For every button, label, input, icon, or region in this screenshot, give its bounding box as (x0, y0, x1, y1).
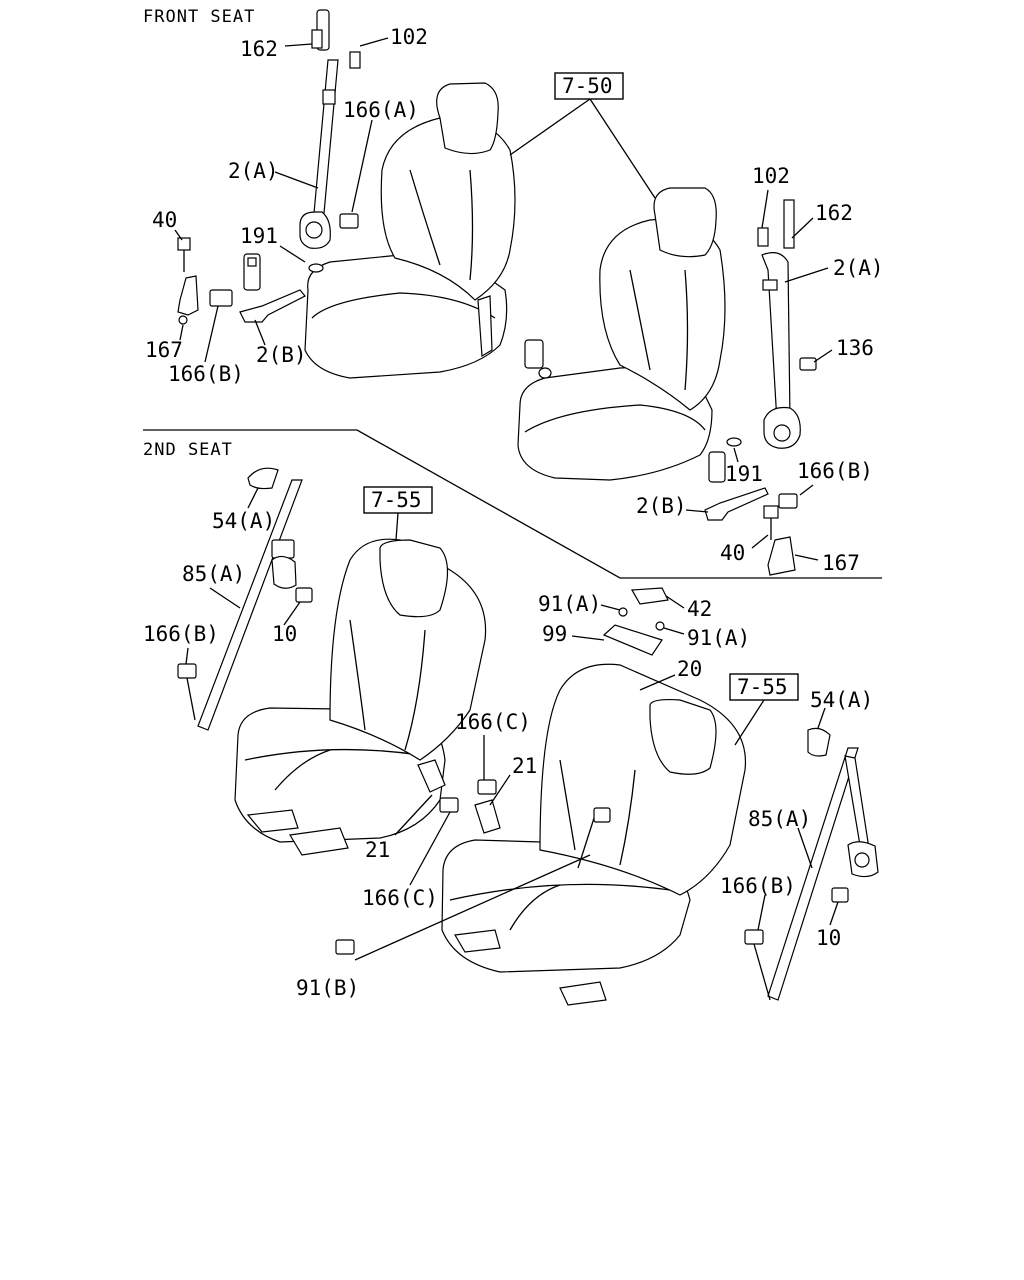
section-divider (143, 429, 882, 579)
callout-191-right: 191 (725, 462, 763, 486)
callout-85a: 85(A) (182, 562, 245, 586)
ref-label-7-55-right: 7-55 (737, 675, 788, 699)
front-right-belt (704, 199, 817, 576)
second-right-belt (744, 727, 879, 1001)
front-right-seat (517, 187, 726, 481)
callout-136: 136 (836, 336, 874, 360)
callout-40: 40 (152, 208, 177, 232)
callout-42: 42 (687, 597, 712, 621)
second-left-belt (177, 467, 313, 731)
callout-21-second: 21 (512, 754, 537, 778)
section-title-second-seat: 2ND SEAT (143, 440, 233, 460)
callout-54a: 54(A) (212, 509, 275, 533)
section-title-front-seat: FRONT SEAT (143, 7, 255, 27)
callout-102: 102 (390, 25, 428, 49)
callout-166c-second: 166(C) (362, 886, 438, 910)
callout-162-right: 162 (815, 201, 853, 225)
callout-191: 191 (240, 224, 278, 248)
callout-91a-second: 91(A) (687, 626, 750, 650)
ref-box-7-50 (554, 72, 624, 100)
callout-102-right: 102 (752, 164, 790, 188)
second-right-seat (441, 663, 747, 1006)
ref-label-7-50: 7-50 (562, 74, 613, 98)
second-center-parts (335, 587, 669, 955)
ref-label-7-55-left: 7-55 (371, 488, 422, 512)
callout-166b-right-second: 166(B) (720, 874, 796, 898)
callout-21: 21 (365, 838, 390, 862)
callout-162: 162 (240, 37, 278, 61)
callout-10-right: 10 (816, 926, 841, 950)
callout-166b-right: 166(B) (797, 459, 873, 483)
callout-2b-right: 2(B) (636, 494, 687, 518)
callout-91b: 91(B) (296, 976, 359, 1000)
callout-labels: 162 102 166(A) 2(A) 40 191 167 166(B) 2(… (143, 25, 884, 1000)
callout-2a: 2(A) (228, 159, 279, 183)
callout-91a: 91(A) (538, 592, 601, 616)
callout-85a-right: 85(A) (748, 807, 811, 831)
callout-40-right: 40 (720, 541, 745, 565)
callout-166a: 166(A) (343, 98, 419, 122)
callout-167-right: 167 (822, 551, 860, 575)
front-left-belt (177, 9, 361, 325)
callout-167: 167 (145, 338, 183, 362)
ref-box-7-55-left (363, 486, 433, 514)
callout-166b-second: 166(B) (143, 622, 219, 646)
front-left-seat (304, 82, 516, 379)
callout-99: 99 (542, 622, 567, 646)
callout-2b: 2(B) (256, 343, 307, 367)
callout-20: 20 (677, 657, 702, 681)
callout-54a-right: 54(A) (810, 688, 873, 712)
callout-2a-right: 2(A) (833, 256, 884, 280)
leader-lines (174, 37, 839, 961)
callout-166c: 166(C) (455, 710, 531, 734)
callout-166b: 166(B) (168, 362, 244, 386)
callout-10: 10 (272, 622, 297, 646)
